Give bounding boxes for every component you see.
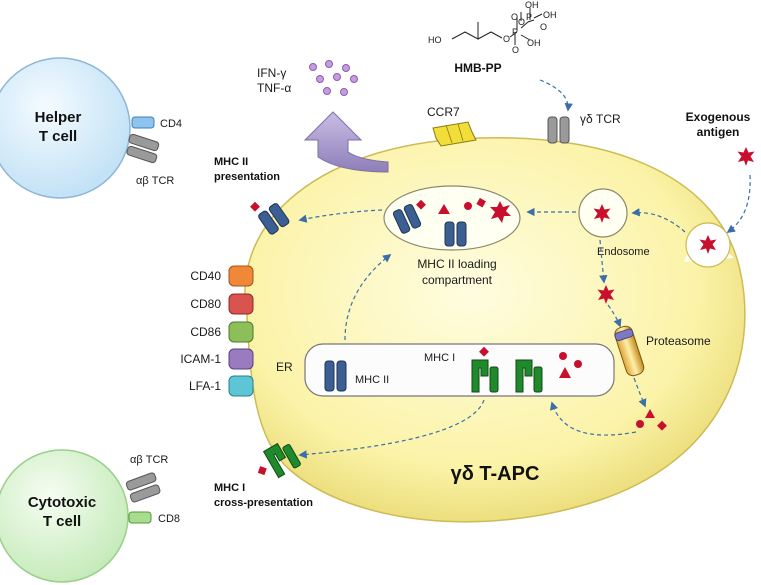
hmb-pp-atoms: HO O P O OH O P OH O OH O HMB-PP [428, 0, 557, 75]
helper-cell-title-line2: T cell [39, 128, 77, 145]
mhc1-in-er-left [471, 359, 499, 393]
ab-tcr-top-receptor: αβ TCR [126, 133, 174, 187]
mhc2-loading-line1: MHC II loading [417, 257, 496, 271]
compartment-peptides [416, 197, 511, 223]
atom-o3: O [518, 17, 525, 27]
gd-t-apc-label: γδ T-APC [451, 463, 540, 485]
mhc2-in-compartment-tilted [392, 204, 422, 234]
arrow-endosome-to-cytosol [599, 239, 608, 284]
atom-oh-right: OH [543, 10, 557, 20]
ccr7-receptor: CCR7 [427, 105, 477, 147]
cd4-receptor: CD4 [131, 116, 182, 130]
ab-tcr-bottom-label: αβ TCR [130, 454, 168, 466]
cytokine-dots [309, 60, 358, 96]
cd8-receptor: CD8 [128, 511, 180, 525]
arrow-peptides-to-er [549, 401, 637, 436]
arrow-er-to-cross-presentation [298, 399, 485, 459]
cytotoxic-cell-title-line2: T cell [43, 513, 81, 530]
atom-ho: HO [428, 35, 442, 45]
mhc1-in-er-right [515, 359, 543, 393]
er-peptides [479, 346, 582, 378]
hmb-pp-molecule [451, 8, 543, 45]
cd86-molecule [228, 321, 254, 343]
arrow-compartment-to-surface [298, 209, 383, 223]
cross-presentation-line1: MHC I [214, 482, 245, 494]
hmb-pp-label: HMB-PP [454, 61, 501, 75]
proteasome-peptides [636, 409, 667, 431]
atom-oh-top: OH [525, 0, 539, 10]
proteasome [614, 325, 645, 377]
atom-p1: P [512, 27, 518, 37]
mhc1-surface-complex [262, 442, 301, 479]
mhc2-er-label: MHC II [355, 374, 389, 386]
atom-o2: O [512, 45, 519, 55]
exogenous-antigen-line2: antigen [697, 125, 740, 139]
helper-cell-title-line1: Helper [35, 109, 82, 126]
ccr7-label: CCR7 [427, 105, 460, 119]
cd8-label: CD8 [158, 513, 180, 525]
mhc2-presentation-line2: presentation [214, 171, 280, 183]
mhc2-presentation-line1: MHC II [214, 156, 248, 168]
arrow-hmbpp-to-tcr [539, 79, 573, 112]
gd-t-apc-cell [244, 137, 746, 523]
icam1-molecule [228, 348, 254, 370]
cytokine-label-ifn: IFN-γ [257, 66, 286, 80]
mhc2-loading-label: MHC II loading compartment [417, 257, 496, 287]
ab-tcr-bottom-receptor: αβ TCR [125, 454, 168, 503]
cd80-label: CD80 [190, 297, 221, 311]
exogenous-antigen-line1: Exogenous [686, 110, 751, 124]
surface-molecule-stack: CD40 CD80 CD86 ICAM-1 LFA-1 [180, 265, 254, 397]
proteasome-label: Proteasome [646, 334, 711, 348]
cytotoxic-cell-title-line1: Cytotoxic [28, 494, 96, 511]
mhc2-presentation-label: MHC II presentation [214, 156, 280, 183]
mhc2-loading-compartment [383, 185, 521, 251]
antigen-stars [593, 147, 755, 304]
cytokine-label-tnf: TNF-α [257, 81, 291, 95]
arrow-antigen-to-cell [726, 174, 751, 233]
ab-tcr-top-label: αβ TCR [136, 175, 174, 187]
cd4-label: CD4 [160, 118, 182, 130]
cytokine-secretion-arrow [303, 111, 389, 173]
arrow-proteasome-to-peptides [633, 377, 647, 408]
endoplasmic-reticulum [304, 343, 615, 397]
mhc1-surface-peptide [257, 466, 267, 476]
exogenous-antigen: Exogenous antigen [686, 110, 751, 139]
mhc2-in-compartment-upright [444, 221, 467, 247]
helper-t-cell: Helper T cell [0, 57, 131, 199]
atom-oh-mid: OH [527, 38, 541, 48]
pathway-arrows [298, 79, 751, 459]
arrow-er-to-compartment [344, 253, 392, 341]
cd80-molecule [228, 293, 254, 315]
mhc2-surface-complex [258, 203, 290, 235]
mhc1-er-label: MHC I [424, 352, 455, 364]
gd-tcr-label: γδ TCR [580, 112, 621, 126]
lfa1-molecule [228, 375, 254, 397]
cd40-label: CD40 [190, 269, 221, 283]
cytokine-labels: IFN-γ TNF-α [257, 66, 291, 95]
arrow-cytosol-to-proteasome [607, 304, 622, 328]
arrow-notch-to-endosome [631, 208, 686, 233]
atom-o1: O [503, 34, 510, 44]
cytotoxic-t-cell: Cytotoxic T cell [0, 449, 129, 583]
atom-o4: O [511, 12, 518, 22]
mhc2-loading-line2: compartment [422, 273, 493, 287]
lfa1-label: LFA-1 [189, 379, 221, 393]
icam1-label: ICAM-1 [180, 352, 221, 366]
mhc1-cross-presentation-label: MHC I cross-presentation [214, 482, 313, 509]
atom-o5: O [540, 22, 547, 32]
cross-presentation-line2: cross-presentation [214, 497, 313, 509]
gd-tcr-receptor: γδ TCR [547, 112, 621, 144]
cd40-molecule [228, 265, 254, 287]
mhc2-in-er [324, 360, 347, 392]
mhc2-surface-peptide [250, 201, 260, 212]
cd86-label: CD86 [190, 325, 221, 339]
endosome-label: Endosome [597, 246, 650, 258]
atom-p2: P [526, 12, 532, 22]
er-label: ER [276, 360, 293, 374]
